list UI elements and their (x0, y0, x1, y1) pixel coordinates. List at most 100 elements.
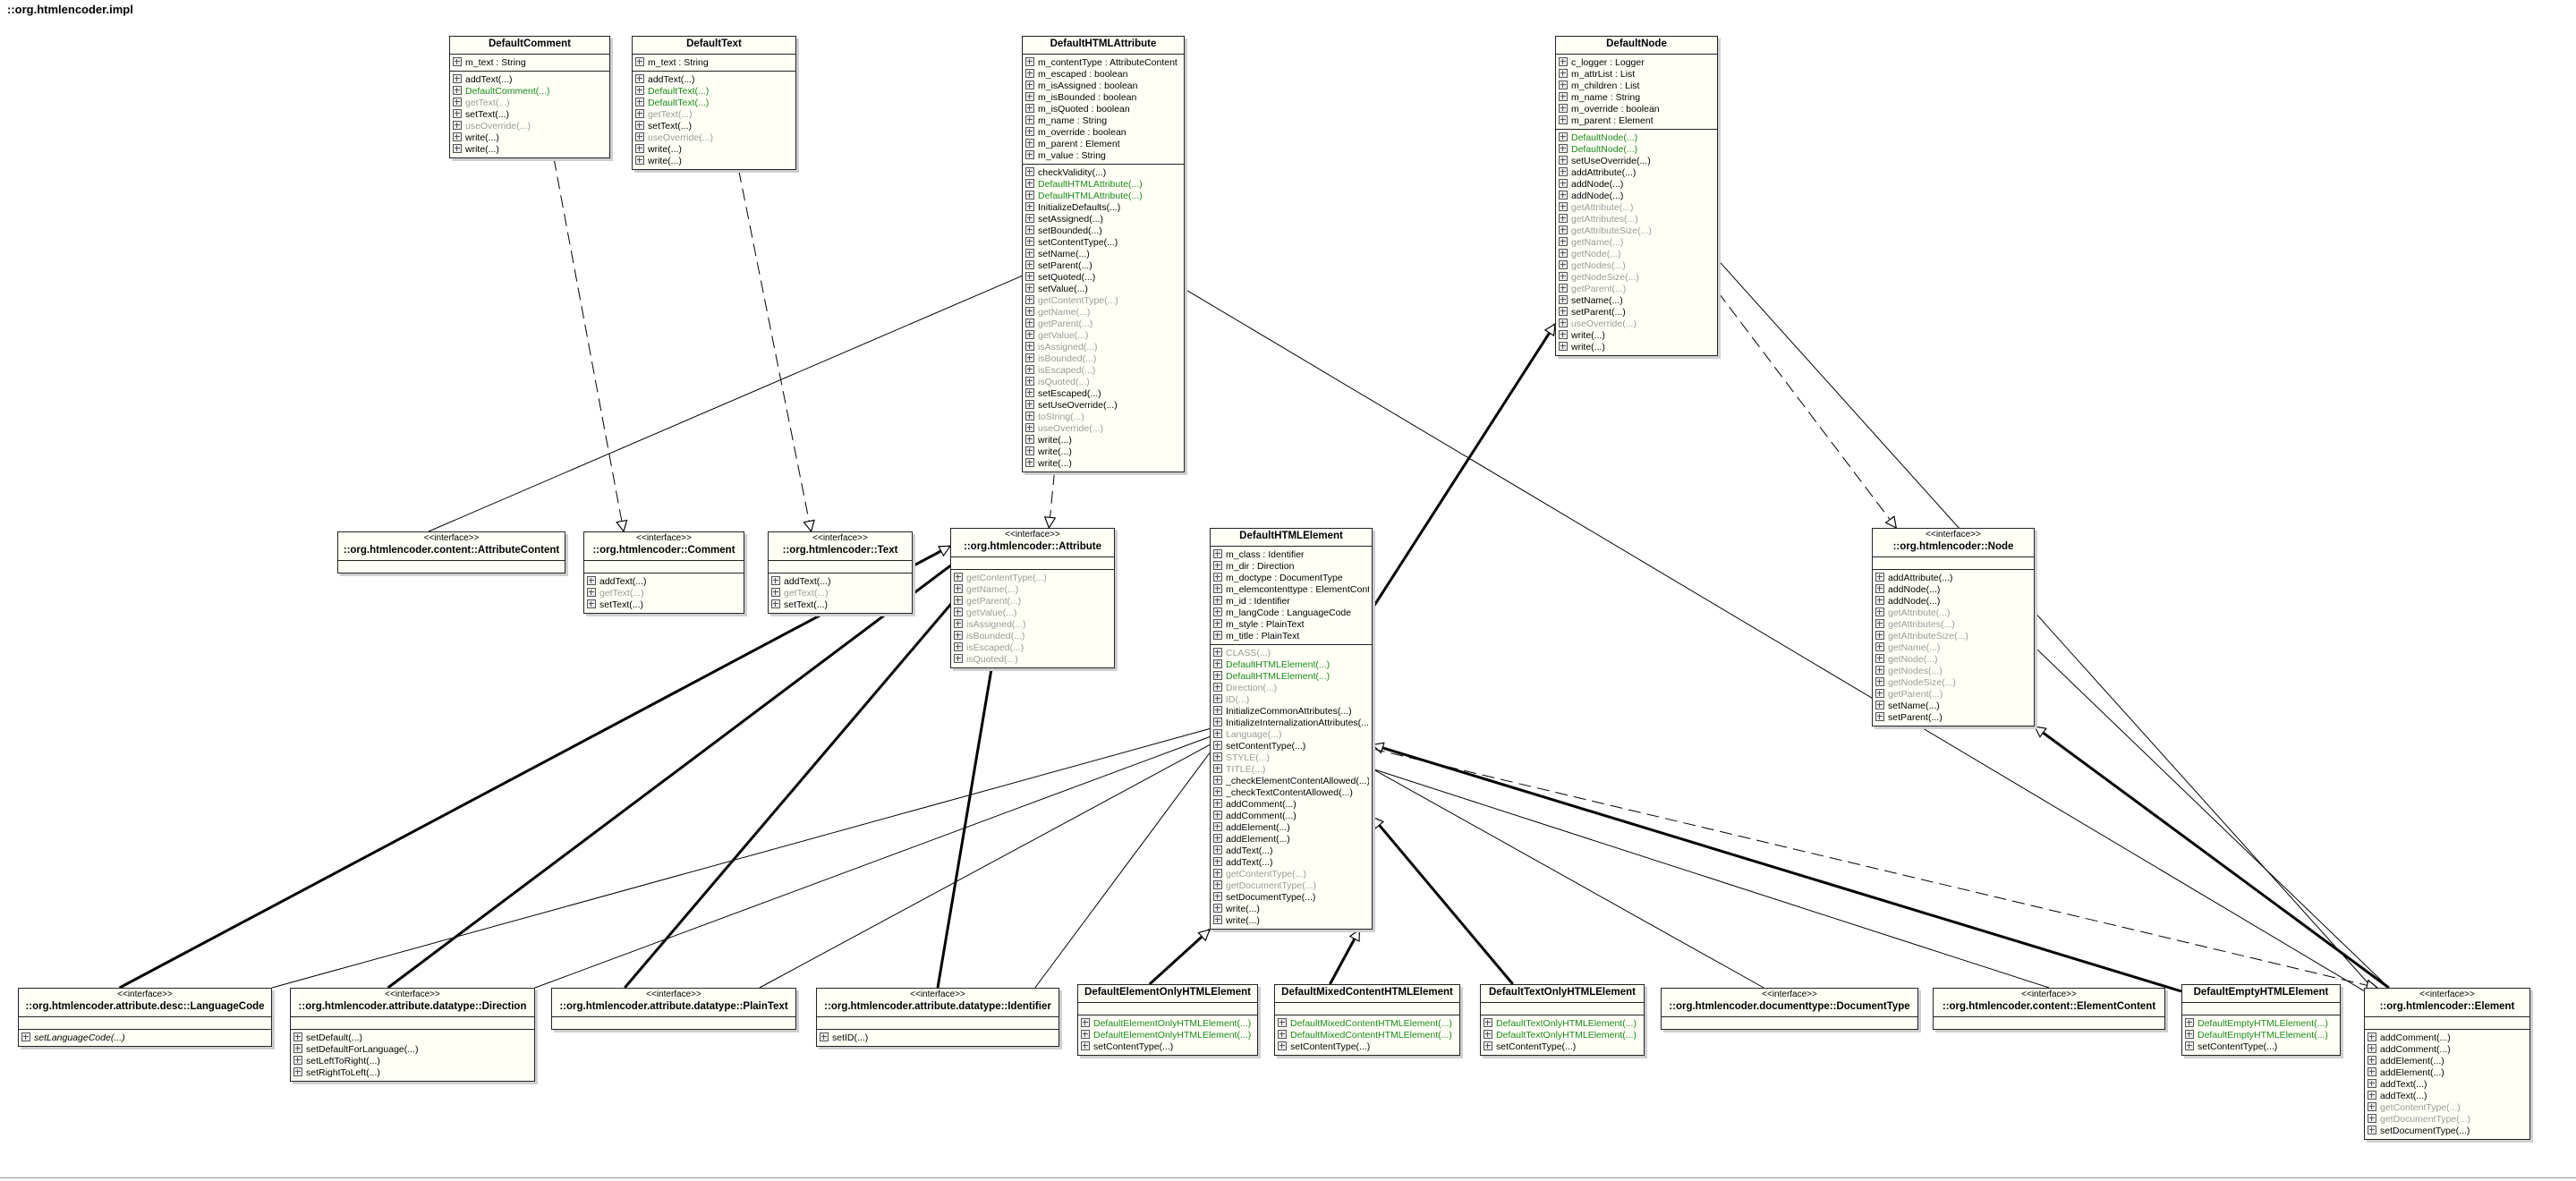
class-box-element-content[interactable]: <<interface>>::org.htmlencoder.content::… (1933, 988, 2165, 1030)
operation-row[interactable]: isAssigned(...) (954, 619, 1111, 631)
operation-row[interactable]: setUseOverride(...) (1025, 400, 1181, 412)
operation-row[interactable]: setContentType(...) (1213, 741, 1369, 752)
operation-row[interactable]: getNodes(...) (1875, 666, 2031, 677)
class-box-identifier[interactable]: <<interface>>::org.htmlencoder.attribute… (816, 988, 1059, 1047)
operation-row[interactable]: setEscaped(...) (1025, 388, 1181, 400)
operation-row[interactable]: write(...) (453, 132, 607, 144)
operation-row[interactable]: getAttribute(...) (1559, 202, 1714, 214)
operation-row[interactable]: getName(...) (1875, 642, 2031, 654)
attribute-row[interactable]: m_contentType : AttributeContent (1025, 57, 1181, 69)
operation-row[interactable]: DefaultText(...) (635, 98, 793, 109)
operation-row[interactable]: setParent(...) (1875, 712, 2031, 724)
operation-row[interactable]: checkValidity(...) (1025, 167, 1181, 179)
operation-row[interactable]: setContentType(...) (1484, 1041, 1641, 1053)
operation-row[interactable]: addNode(...) (1559, 191, 1714, 202)
operation-row[interactable]: setContentType(...) (1278, 1041, 1457, 1053)
operation-row[interactable]: getContentType(...) (954, 573, 1111, 584)
operation-row[interactable]: setContentType(...) (1025, 237, 1181, 249)
operation-row[interactable]: DefaultText(...) (635, 86, 793, 98)
operation-row[interactable]: setDocumentType(...) (2368, 1126, 2527, 1137)
operation-row[interactable]: addComment(...) (2368, 1032, 2527, 1044)
operation-row[interactable]: write(...) (1559, 342, 1714, 353)
operation-row[interactable]: useOverride(...) (635, 132, 793, 144)
operation-row[interactable]: addText(...) (1213, 857, 1369, 869)
attribute-row[interactable]: m_override : boolean (1025, 127, 1181, 139)
attribute-row[interactable]: m_name : String (1025, 115, 1181, 127)
operation-row[interactable]: _checkTextContentAllowed(...) (1213, 787, 1369, 799)
operation-row[interactable]: addText(...) (635, 74, 793, 86)
operation-row[interactable]: setContentType(...) (2185, 1041, 2337, 1053)
operation-row[interactable]: useOverride(...) (1025, 423, 1181, 435)
operation-row[interactable]: InitializeCommonAttributes(...) (1213, 706, 1369, 718)
operation-row[interactable]: setQuoted(...) (1025, 272, 1181, 284)
attribute-row[interactable]: m_title : PlainText (1213, 631, 1369, 642)
class-box-document-type[interactable]: <<interface>>::org.htmlencoder.documentt… (1661, 988, 1918, 1030)
operation-row[interactable]: getAttribute(...) (1875, 607, 2031, 619)
operation-row[interactable]: addNode(...) (1875, 596, 2031, 607)
operation-row[interactable]: setText(...) (635, 121, 793, 132)
operation-row[interactable]: addText(...) (771, 576, 909, 588)
operation-row[interactable]: addElement(...) (1213, 834, 1369, 845)
operation-row[interactable]: addText(...) (2368, 1091, 2527, 1102)
operation-row[interactable]: getContentType(...) (1213, 869, 1369, 880)
operation-row[interactable]: write(...) (1213, 915, 1369, 927)
operation-row[interactable]: getNode(...) (1559, 249, 1714, 260)
attribute-row[interactable]: m_text : String (635, 57, 793, 69)
operation-row[interactable]: setContentType(...) (1081, 1041, 1254, 1053)
operation-row[interactable]: addAttribute(...) (1559, 167, 1714, 179)
attribute-row[interactable]: m_escaped : boolean (1025, 69, 1181, 81)
attribute-row[interactable]: m_id : Identifier (1213, 596, 1369, 607)
attribute-row[interactable]: c_logger : Logger (1559, 57, 1714, 69)
operation-row[interactable]: getContentType(...) (1025, 295, 1181, 307)
operation-row[interactable]: DefaultMixedContentHTMLElement(...) (1278, 1030, 1457, 1041)
operation-row[interactable]: write(...) (1213, 904, 1369, 915)
operation-row[interactable]: TITLE(...) (1213, 764, 1369, 776)
operation-row[interactable]: DefaultNode(...) (1559, 144, 1714, 156)
operation-row[interactable]: DefaultEmptyHTMLElement(...) (2185, 1030, 2337, 1041)
operation-row[interactable]: InitializeInternalizationAttributes(...) (1213, 718, 1369, 729)
operation-row[interactable]: addText(...) (1213, 845, 1369, 857)
operation-row[interactable]: getValue(...) (954, 607, 1111, 619)
operation-row[interactable]: DefaultElementOnlyHTMLElement(...) (1081, 1030, 1254, 1041)
operation-row[interactable]: DefaultElementOnlyHTMLElement(...) (1081, 1018, 1254, 1030)
class-box-attribute[interactable]: <<interface>>::org.htmlencoder::Attribut… (950, 528, 1115, 668)
operation-row[interactable]: isQuoted(...) (954, 654, 1111, 666)
operation-row[interactable]: getNodeSize(...) (1875, 677, 2031, 689)
attribute-row[interactable]: m_dir : Direction (1213, 561, 1369, 573)
operation-row[interactable]: isBounded(...) (1025, 353, 1181, 365)
operation-row[interactable]: getParent(...) (1025, 319, 1181, 330)
operation-row[interactable]: getContentType(...) (2368, 1102, 2527, 1114)
operation-row[interactable]: write(...) (635, 156, 793, 167)
attribute-row[interactable]: m_langCode : LanguageCode (1213, 607, 1369, 619)
operation-row[interactable]: write(...) (1025, 458, 1181, 470)
operation-row[interactable]: setName(...) (1875, 701, 2031, 712)
operation-row[interactable]: DefaultTextOnlyHTMLElement(...) (1484, 1030, 1641, 1041)
operation-row[interactable]: setDefaultForLanguage(...) (293, 1044, 531, 1056)
operation-row[interactable]: DefaultNode(...) (1559, 132, 1714, 144)
operation-row[interactable]: STYLE(...) (1213, 752, 1369, 764)
operation-row[interactable]: setName(...) (1559, 295, 1714, 307)
attribute-row[interactable]: m_parent : Element (1025, 139, 1181, 150)
operation-row[interactable]: setBounded(...) (1025, 225, 1181, 237)
operation-row[interactable]: DefaultHTMLElement(...) (1213, 659, 1369, 671)
class-box-language-code[interactable]: <<interface>>::org.htmlencoder.attribute… (18, 988, 272, 1047)
operation-row[interactable]: DefaultHTMLAttribute(...) (1025, 179, 1181, 191)
operation-row[interactable]: addText(...) (2368, 1079, 2527, 1091)
operation-row[interactable]: addText(...) (453, 74, 607, 86)
operation-row[interactable]: addAttribute(...) (1875, 573, 2031, 584)
attribute-row[interactable]: m_isQuoted : boolean (1025, 104, 1181, 115)
operation-row[interactable]: toString(...) (1025, 412, 1181, 423)
attribute-row[interactable]: m_elemcontenttype : ElementContent (1213, 584, 1369, 596)
operation-row[interactable]: useOverride(...) (453, 121, 607, 132)
operation-row[interactable]: addComment(...) (1213, 811, 1369, 822)
operation-row[interactable]: addComment(...) (1213, 799, 1369, 811)
operation-row[interactable]: getName(...) (954, 584, 1111, 596)
